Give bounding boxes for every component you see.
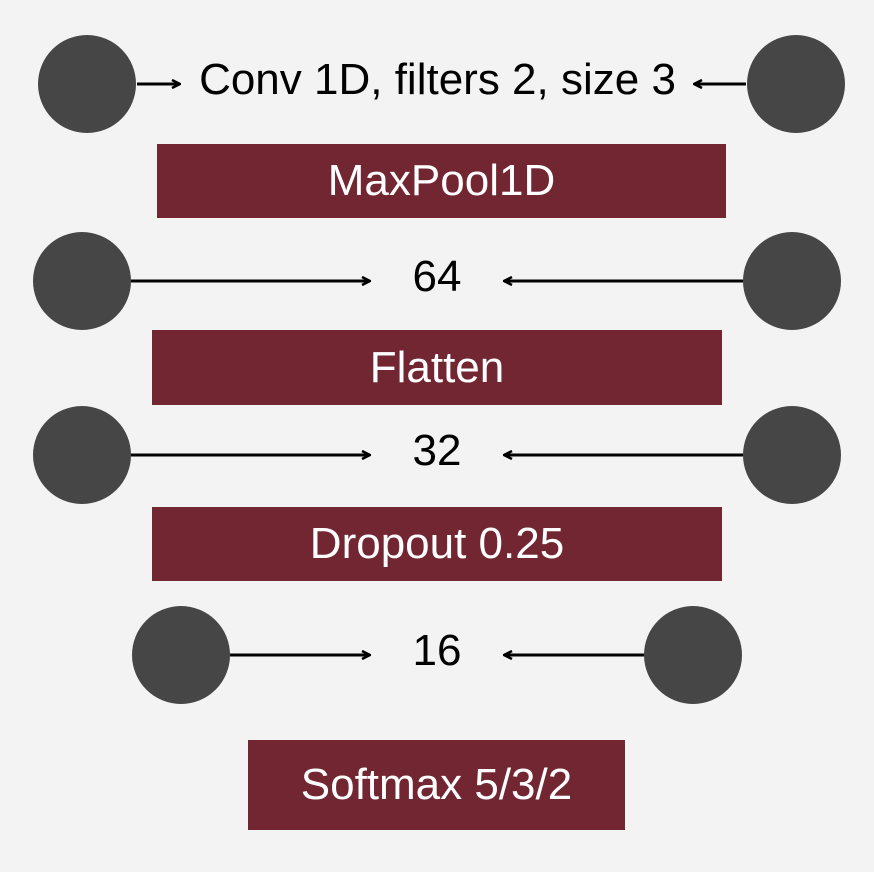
node-row-3-left	[33, 406, 131, 504]
node-row-1-left	[38, 35, 136, 133]
layer-dropout: Dropout 0.25	[152, 507, 722, 581]
layer-flatten: Flatten	[152, 330, 722, 405]
row-4-label: 16	[412, 626, 462, 675]
node-row-1-right	[747, 35, 845, 133]
row-3-label: 32	[412, 426, 462, 475]
node-row-4-left	[132, 606, 230, 704]
node-row-2-left	[33, 232, 131, 330]
layer-softmax: Softmax 5/3/2	[248, 740, 625, 830]
row-2-label: 64	[412, 252, 462, 301]
row-1-label: Conv 1D, filters 2, size 3	[199, 55, 676, 104]
node-row-3-right	[743, 406, 841, 504]
node-row-2-right	[743, 232, 841, 330]
node-row-4-right	[644, 606, 742, 704]
layer-maxpool1d: MaxPool1D	[157, 144, 726, 218]
